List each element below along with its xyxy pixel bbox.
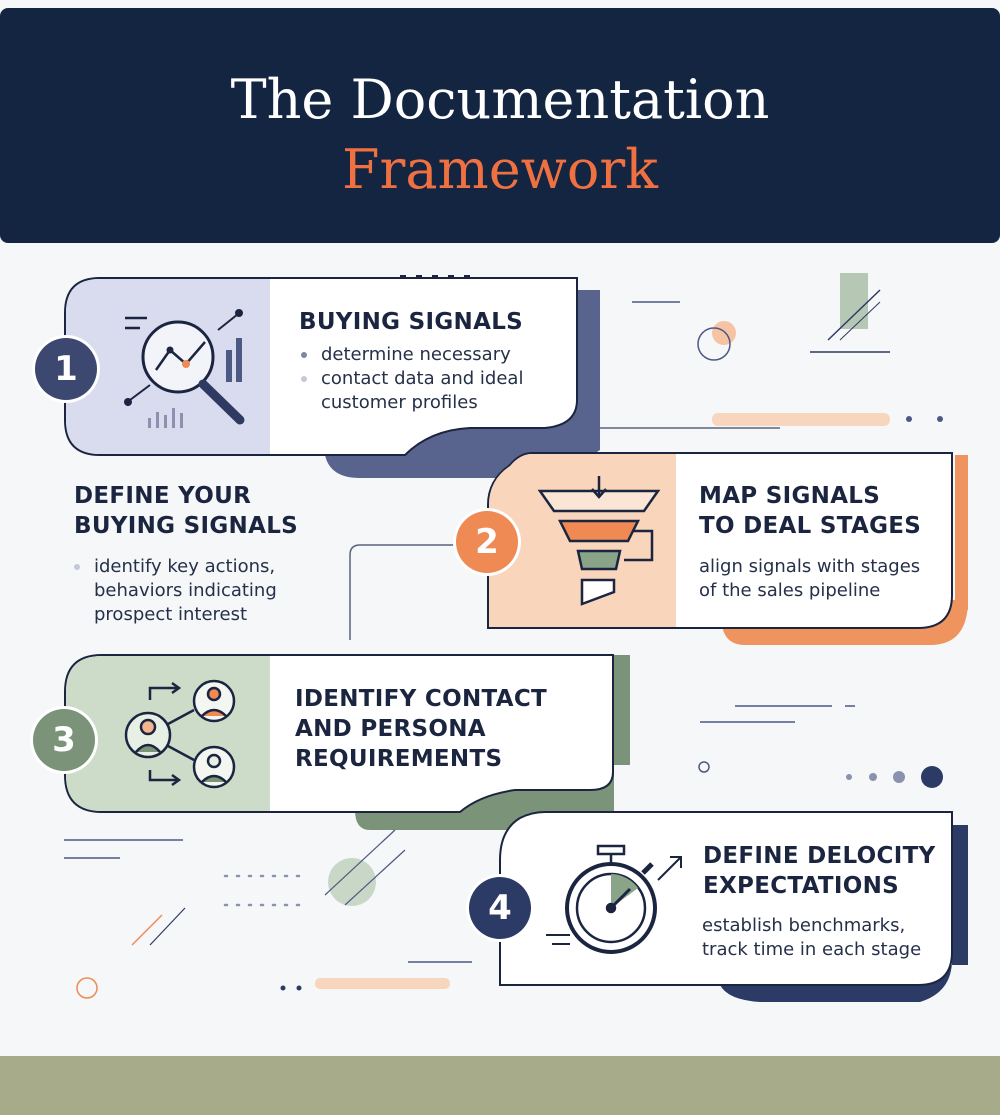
step-4-title-line: EXPECTATIONS <box>703 873 900 899</box>
step-1-badge: 1 <box>35 338 97 400</box>
step-2-card <box>487 452 968 645</box>
step-4-badge: 4 <box>469 877 531 939</box>
step-1-bullet: contact data and ideal <box>299 367 523 391</box>
side-note-title: DEFINE YOUR BUYING SIGNALS <box>74 481 298 541</box>
step-2-description: align signals with stages of the sales p… <box>699 555 920 603</box>
step-4-title-line: DEFINE DELOCITY <box>703 843 936 869</box>
step-4-text-line: track time in each stage <box>702 939 922 960</box>
step-4-description: establish benchmarks, track time in each… <box>702 914 921 962</box>
step-3-badge: 3 <box>33 709 95 771</box>
step-2-title: MAP SIGNALS TO DEAL STAGES <box>699 481 921 541</box>
step-4-text-line: establish benchmarks, <box>702 915 906 936</box>
side-note-bullets: identify key actions, behaviors indicati… <box>72 555 277 627</box>
funnel-icon <box>537 476 661 606</box>
step-3-title: IDENTIFY CONTACT AND PERSONA REQUIREMENT… <box>295 684 547 774</box>
side-note-title-line: DEFINE YOUR <box>74 483 252 509</box>
step-3-title-line: IDENTIFY CONTACT <box>295 686 547 712</box>
step-2-badge: 2 <box>456 511 518 573</box>
side-note-title-line: BUYING SIGNALS <box>74 513 299 539</box>
step-2-title-line: MAP SIGNALS <box>699 483 881 509</box>
stopwatch-icon <box>546 844 682 954</box>
background-decorations <box>64 273 943 999</box>
people-network-icon <box>124 679 236 789</box>
step-1-bullets: determine necessary contact data and ide… <box>299 343 523 415</box>
step-3-title-line: AND PERSONA <box>295 716 486 742</box>
side-note-bullet: identify key actions, <box>72 555 277 579</box>
footer-band <box>0 1056 1000 1115</box>
page-title-accent: Framework <box>342 138 658 201</box>
step-1-title: BUYING SIGNALS <box>299 309 524 335</box>
step-2-text-line: of the sales pipeline <box>699 580 881 601</box>
step-1-bullet: customer profiles <box>321 392 478 413</box>
magnifier-chart-icon <box>124 309 245 428</box>
step-1-card <box>64 277 600 478</box>
step-2-text-line: align signals with stages <box>699 556 921 577</box>
connector-lines <box>349 427 780 640</box>
header-banner: The Documentation Framework <box>0 8 1000 243</box>
side-note-bullet: behaviors indicating <box>94 580 277 601</box>
page-title: The Documentation <box>230 68 770 131</box>
step-3-title-line: REQUIREMENTS <box>295 746 503 772</box>
step-4-title: DEFINE DELOCITY EXPECTATIONS <box>703 841 936 901</box>
step-2-title-line: TO DEAL STAGES <box>699 513 922 539</box>
step-4-card <box>499 811 968 1002</box>
step-3-card <box>64 654 630 830</box>
step-1-bullet: determine necessary <box>299 343 523 367</box>
side-note-bullet: prospect interest <box>94 604 248 625</box>
